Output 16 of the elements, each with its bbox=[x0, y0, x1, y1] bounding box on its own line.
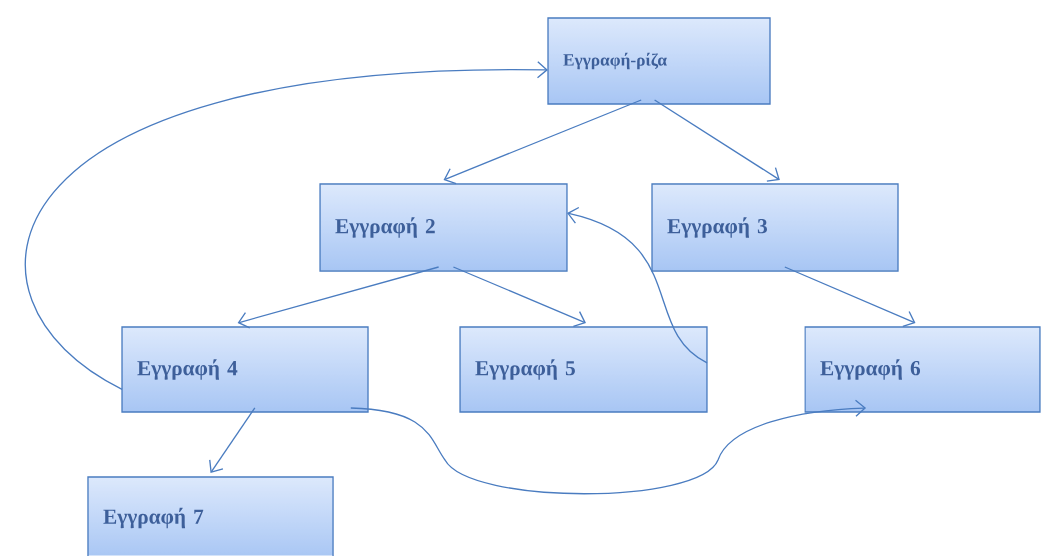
arrow bbox=[237, 266, 440, 329]
arrow bbox=[209, 407, 256, 473]
record-box: Εγγραφή 6 bbox=[804, 326, 1041, 413]
record-box: Εγγραφή 3 bbox=[651, 183, 899, 272]
record-box: Εγγραφή 4 bbox=[121, 326, 369, 413]
arrow bbox=[443, 99, 642, 185]
record-box: Εγγραφή-ρίζα bbox=[547, 17, 771, 105]
arrow bbox=[653, 99, 780, 182]
arrow bbox=[784, 266, 916, 327]
arrow bbox=[24, 61, 548, 390]
record-box: Εγγραφή 2 bbox=[319, 183, 568, 272]
record-box: Εγγραφή 5 bbox=[459, 326, 708, 413]
arrow bbox=[350, 399, 867, 495]
arrow bbox=[452, 266, 586, 327]
record-box: Εγγραφή 7 bbox=[87, 476, 334, 556]
arrow bbox=[567, 206, 708, 364]
